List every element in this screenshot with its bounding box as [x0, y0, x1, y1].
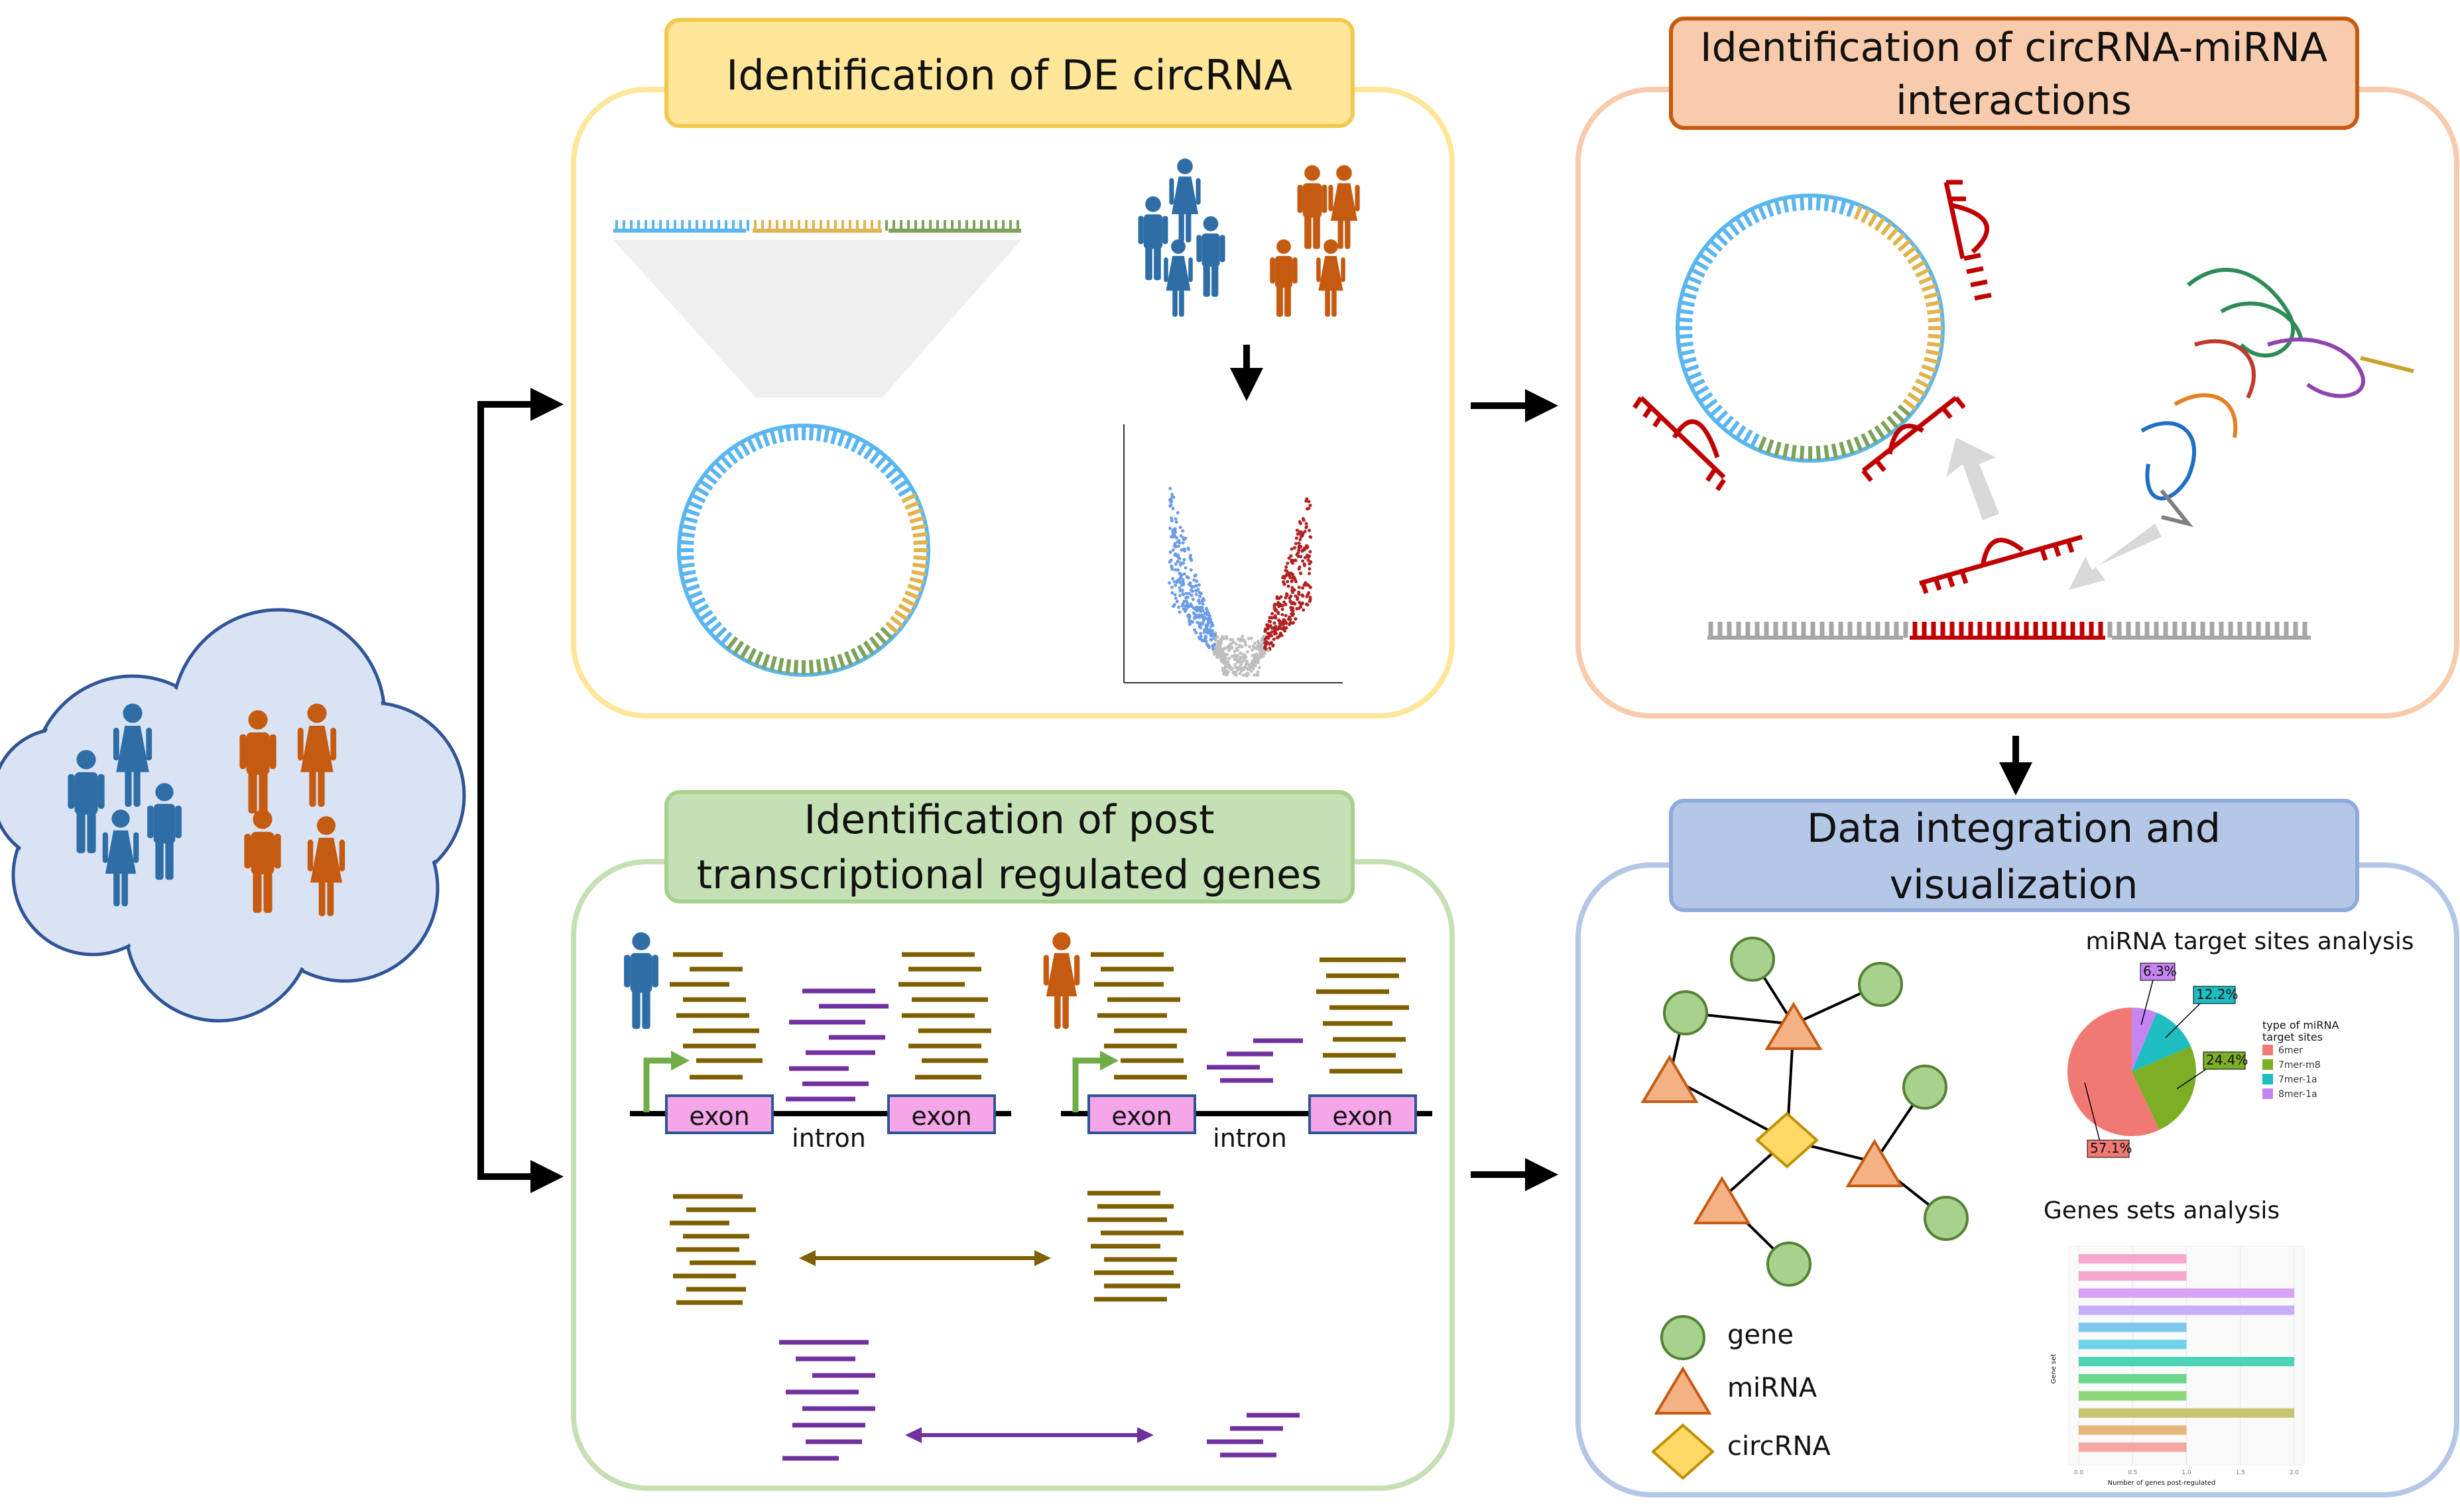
- interaction-network: [1640, 937, 1969, 1287]
- bar: [2079, 1425, 2187, 1435]
- intron-label: intron: [792, 1124, 866, 1153]
- legend-circrna-label: circRNA: [1727, 1431, 1831, 1462]
- gene-node: [1730, 937, 1775, 982]
- integration-title-line2: visualization: [1890, 862, 2138, 908]
- gene-node: [1924, 1196, 1969, 1241]
- exon-label: exon: [689, 1102, 749, 1131]
- mirna-bound-2: [1632, 396, 1726, 491]
- panel-interactions: Identification of circRNA-miRNA interact…: [1575, 17, 2459, 719]
- bar-ylabel: Gene set: [2050, 1354, 2058, 1383]
- bar-xtick-label: 0.0: [2074, 1470, 2084, 1476]
- bar: [2079, 1305, 2294, 1315]
- pie-legend-swatch: [2262, 1088, 2273, 1099]
- mirna-node: [1640, 1055, 1699, 1103]
- bar: [2079, 1391, 2187, 1401]
- pie-slice-8mer-1a: [2132, 1008, 2157, 1072]
- pie-label-box: [2140, 962, 2176, 981]
- bar-xlabel: Number of genes post-regulated: [2108, 1480, 2216, 1487]
- panel-post-transcriptional: Identification of post transcriptional r…: [571, 790, 1455, 1491]
- mirna-bound-3: [1861, 396, 1966, 483]
- bar: [2079, 1254, 2187, 1264]
- linear-circrna-strip: [613, 220, 1021, 233]
- exon-label: exon: [1111, 1102, 1172, 1131]
- panel-data-integration: Data integration and visualization: [1575, 799, 2459, 1497]
- bar: [2079, 1340, 2187, 1350]
- gene-structure-left: exon exon intron: [630, 1051, 1011, 1153]
- mirna-node: [1764, 1002, 1823, 1050]
- circrna-ring-2: [1676, 194, 1945, 463]
- circrna-legend-icon: [1650, 1423, 1715, 1480]
- read-alignments: [670, 952, 1409, 1461]
- pie-legend-swatch: [2262, 1074, 2273, 1084]
- pie-legend-title-2: target sites: [2262, 1031, 2323, 1043]
- circrna-node: [1754, 1112, 1819, 1169]
- flow-arrows: [1471, 389, 2032, 1191]
- intron-label: intron: [1213, 1124, 1287, 1153]
- pie-label-box: [2193, 986, 2236, 1004]
- bar-xtick-label: 1.5: [2236, 1470, 2245, 1476]
- bar: [2079, 1408, 2294, 1418]
- panel-de-title: Identification of DE circRNA: [726, 51, 1292, 99]
- pie-label-box: [2203, 1051, 2246, 1070]
- bar-xtick-label: 1.0: [2182, 1470, 2191, 1476]
- bar-chart: Genes sets analysis 0.0 0.5 1.0 1.5 2.0 Numb…: [2044, 1197, 2305, 1487]
- pie-legend-label: 7mer-1a: [2278, 1075, 2317, 1085]
- zoom-funnel: [613, 240, 1021, 398]
- gene-node: [1766, 1242, 1812, 1287]
- gene-legend-icon: [1660, 1315, 1705, 1360]
- branch-connector: [477, 388, 564, 1193]
- post-title-line2: transcriptional regulated genes: [697, 852, 1322, 898]
- mirna-node: [1845, 1139, 1904, 1187]
- pie-label-box: [2087, 1139, 2130, 1158]
- mirna-node: [1693, 1176, 1751, 1224]
- bar: [2079, 1357, 2294, 1367]
- bar-xtick-label: 0.5: [2128, 1470, 2137, 1476]
- gene-node: [1663, 990, 1708, 1035]
- pie-chart: miRNA target sites analysis 57.1% 24.4% 12…: [2067, 928, 2414, 1158]
- pie-legend-label: 8mer-1a: [2278, 1089, 2317, 1100]
- mirna-bound-1: [1943, 180, 1992, 301]
- gene-node: [1858, 962, 1903, 1007]
- pie-legend-label: 6mer: [2278, 1045, 2303, 1056]
- pie-value-label: 6.3%: [2143, 963, 2177, 979]
- integration-title-line1: Data integration and: [1807, 805, 2221, 852]
- gene-structure-right: exon exon intron: [1061, 1051, 1432, 1153]
- volcano-plot: [1123, 424, 1343, 683]
- pie-title: miRNA target sites analysis: [2086, 928, 2414, 955]
- bar: [2079, 1322, 2187, 1332]
- pie-value-label: 24.4%: [2206, 1052, 2248, 1068]
- bar: [2079, 1288, 2294, 1298]
- bar-xtick-label: 2.0: [2290, 1470, 2300, 1476]
- bar: [2079, 1442, 2187, 1452]
- pie-value-label: 57.1%: [2090, 1140, 2132, 1156]
- legend-mirna-label: miRNA: [1727, 1373, 1817, 1403]
- grey-arrows: [1946, 437, 2162, 590]
- bar-title: Genes sets analysis: [2044, 1197, 2280, 1224]
- gene-node: [1902, 1065, 1947, 1110]
- exon-label: exon: [911, 1102, 971, 1131]
- network-legend: gene miRNA circRNA: [1650, 1315, 1831, 1480]
- population-cloud: [0, 608, 466, 1023]
- post-title-line1: Identification of post: [804, 797, 1215, 843]
- mirna-legend-icon: [1654, 1366, 1712, 1415]
- exon-label: exon: [1332, 1102, 1392, 1131]
- mirna-free: [1919, 534, 2083, 595]
- interaction-title-line2: interactions: [1896, 78, 2132, 124]
- pie-legend-swatch: [2262, 1045, 2273, 1055]
- pie-legend-swatch: [2262, 1059, 2273, 1070]
- pie-legend-title-1: type of miRNA: [2262, 1019, 2339, 1031]
- interaction-title-line1: Identification of circRNA-miRNA: [1700, 25, 2327, 71]
- legend-gene-label: gene: [1727, 1320, 1794, 1350]
- comparison-arrows: [799, 1250, 1154, 1443]
- circrna-ring-1: [677, 424, 930, 677]
- pie-legend-label: 7mer-m8: [2278, 1060, 2321, 1071]
- pie-slice-7mer-m8: [2132, 1046, 2197, 1130]
- bar: [2079, 1271, 2187, 1281]
- bar: [2079, 1373, 2187, 1384]
- panel-de-circrna: Identification of DE circRNA: [571, 18, 1455, 719]
- rna-3d-structure: [2140, 268, 2414, 528]
- pie-value-label: 12.2%: [2196, 986, 2239, 1002]
- mrna-strand: [1707, 622, 2311, 640]
